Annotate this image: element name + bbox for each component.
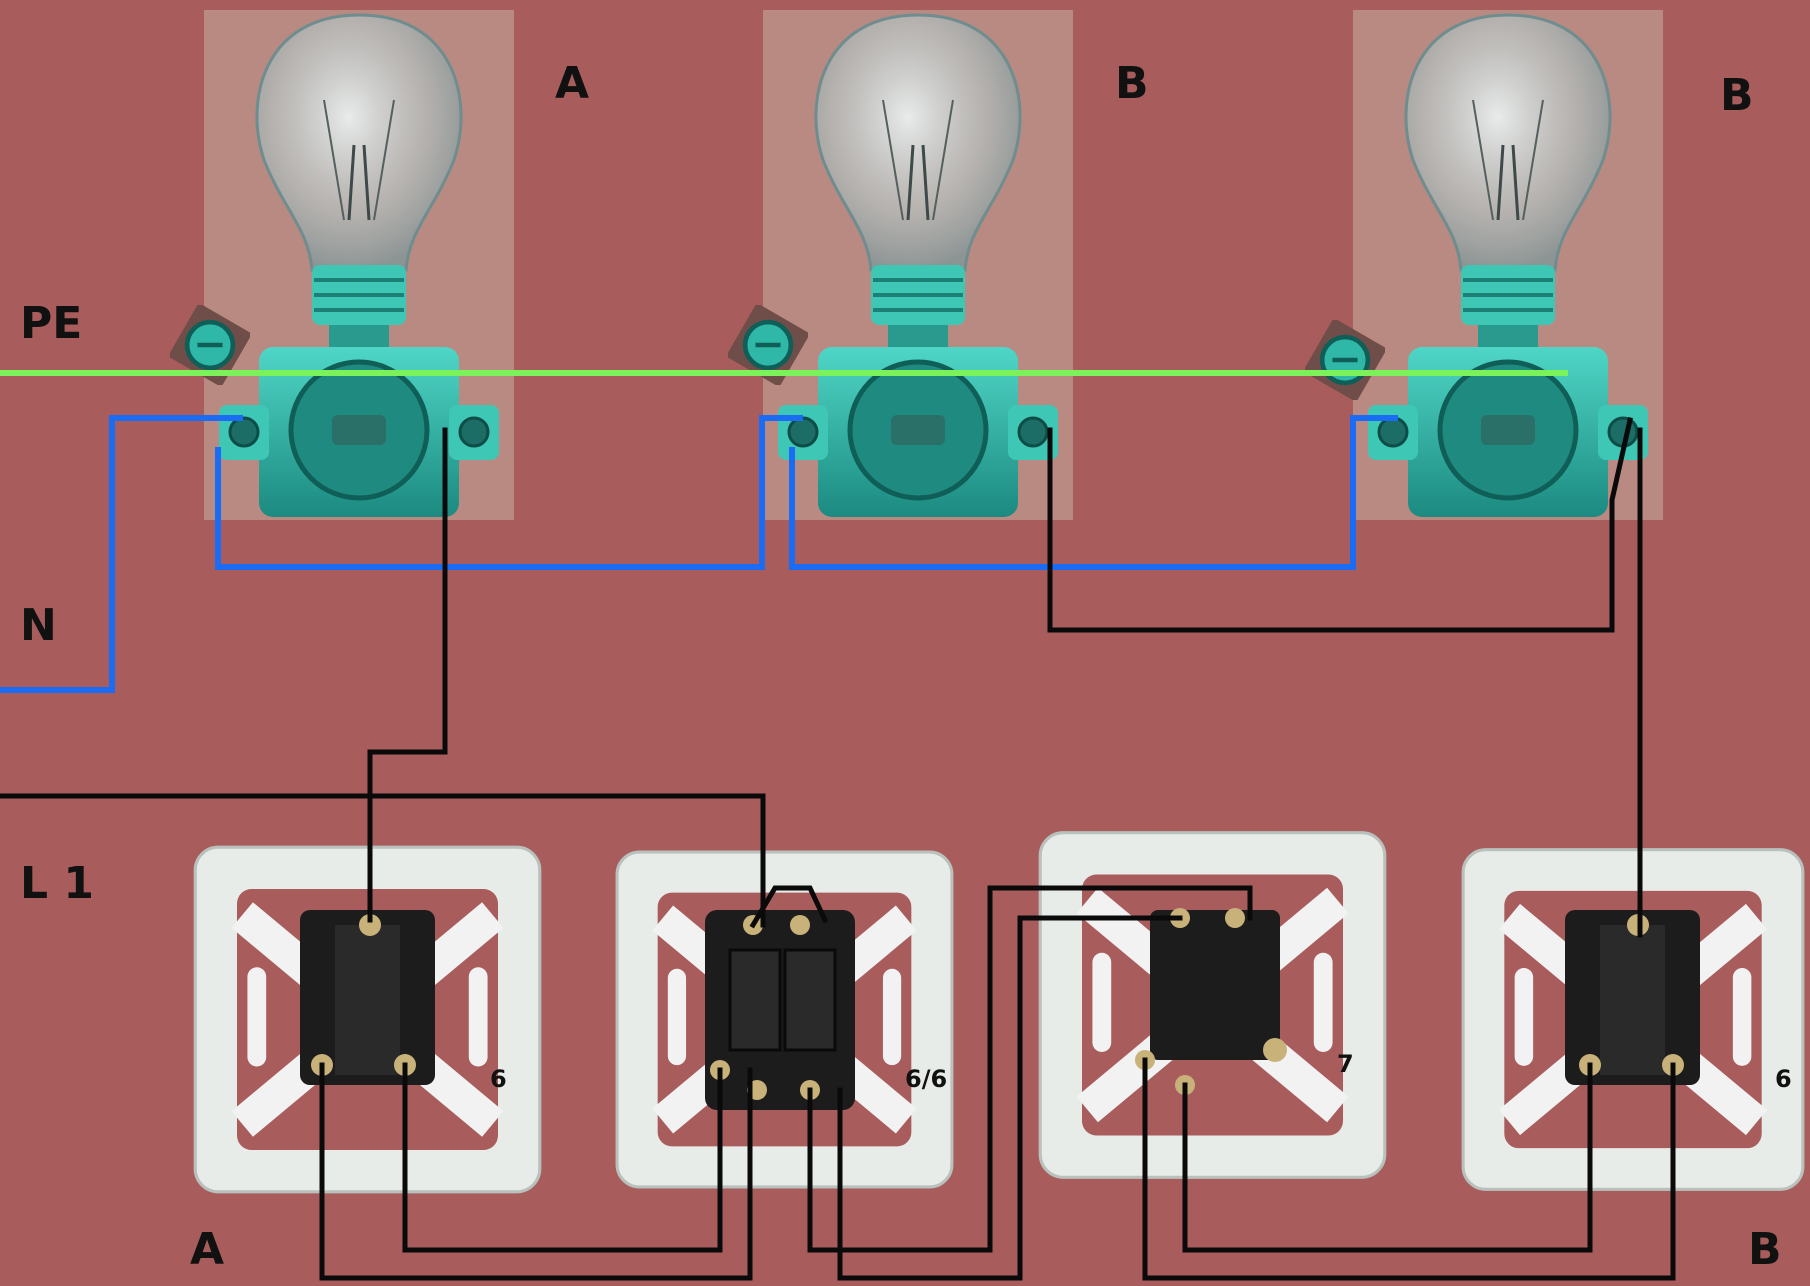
- rail-label-n: N: [20, 600, 57, 651]
- switch-label-b: 6: [1775, 1065, 1792, 1093]
- neutral-wire-loop-2: [789, 415, 1398, 570]
- live-wire-lamp-b-bridge: [1047, 417, 1633, 633]
- switch-a: [195, 847, 540, 1192]
- lamp-label-b2: B: [1720, 70, 1754, 121]
- live-wire-inter-to-b-2: [1182, 1062, 1593, 1253]
- switch-label-a: 6: [490, 1065, 507, 1093]
- live-wire-inter-to-b-1: [1142, 1057, 1676, 1281]
- light-bulb-icon: [763, 10, 1073, 520]
- rail-label-pe: PE: [20, 298, 82, 349]
- light-bulb-icon: [1353, 10, 1663, 520]
- switch-label-intermediate: 7: [1337, 1050, 1354, 1078]
- rail-label-l1: L 1: [20, 858, 94, 909]
- switch-double: [617, 852, 952, 1187]
- live-wire-switch-a-to-lamp-a: [367, 427, 448, 923]
- group-label-a: A: [190, 1224, 224, 1275]
- neutral-wire-feed: [0, 415, 243, 693]
- lamp-label-a: A: [555, 58, 589, 109]
- live-wire-double-bridge: [749, 885, 829, 929]
- live-wire-double-to-inter-1: [807, 885, 1253, 1253]
- switch-b: [1463, 850, 1803, 1190]
- lamp-a: [204, 10, 514, 520]
- lamp-label-b1: B: [1115, 58, 1149, 109]
- switch-intermediate: [1040, 833, 1385, 1178]
- live-wire-a-out-2: [402, 1062, 723, 1253]
- live-wire-l1-feed: [0, 793, 766, 928]
- light-bulb-icon: [204, 10, 514, 520]
- lamp-b1: [763, 10, 1073, 520]
- live-wire-a-out-1: [319, 1062, 753, 1281]
- lamp-b2: [1353, 10, 1663, 520]
- live-wire-double-to-inter-2: [837, 915, 1183, 1281]
- neutral-wire-loop-1: [215, 415, 803, 570]
- group-label-b: B: [1748, 1224, 1782, 1275]
- switch-label-double: 6/6: [905, 1065, 947, 1093]
